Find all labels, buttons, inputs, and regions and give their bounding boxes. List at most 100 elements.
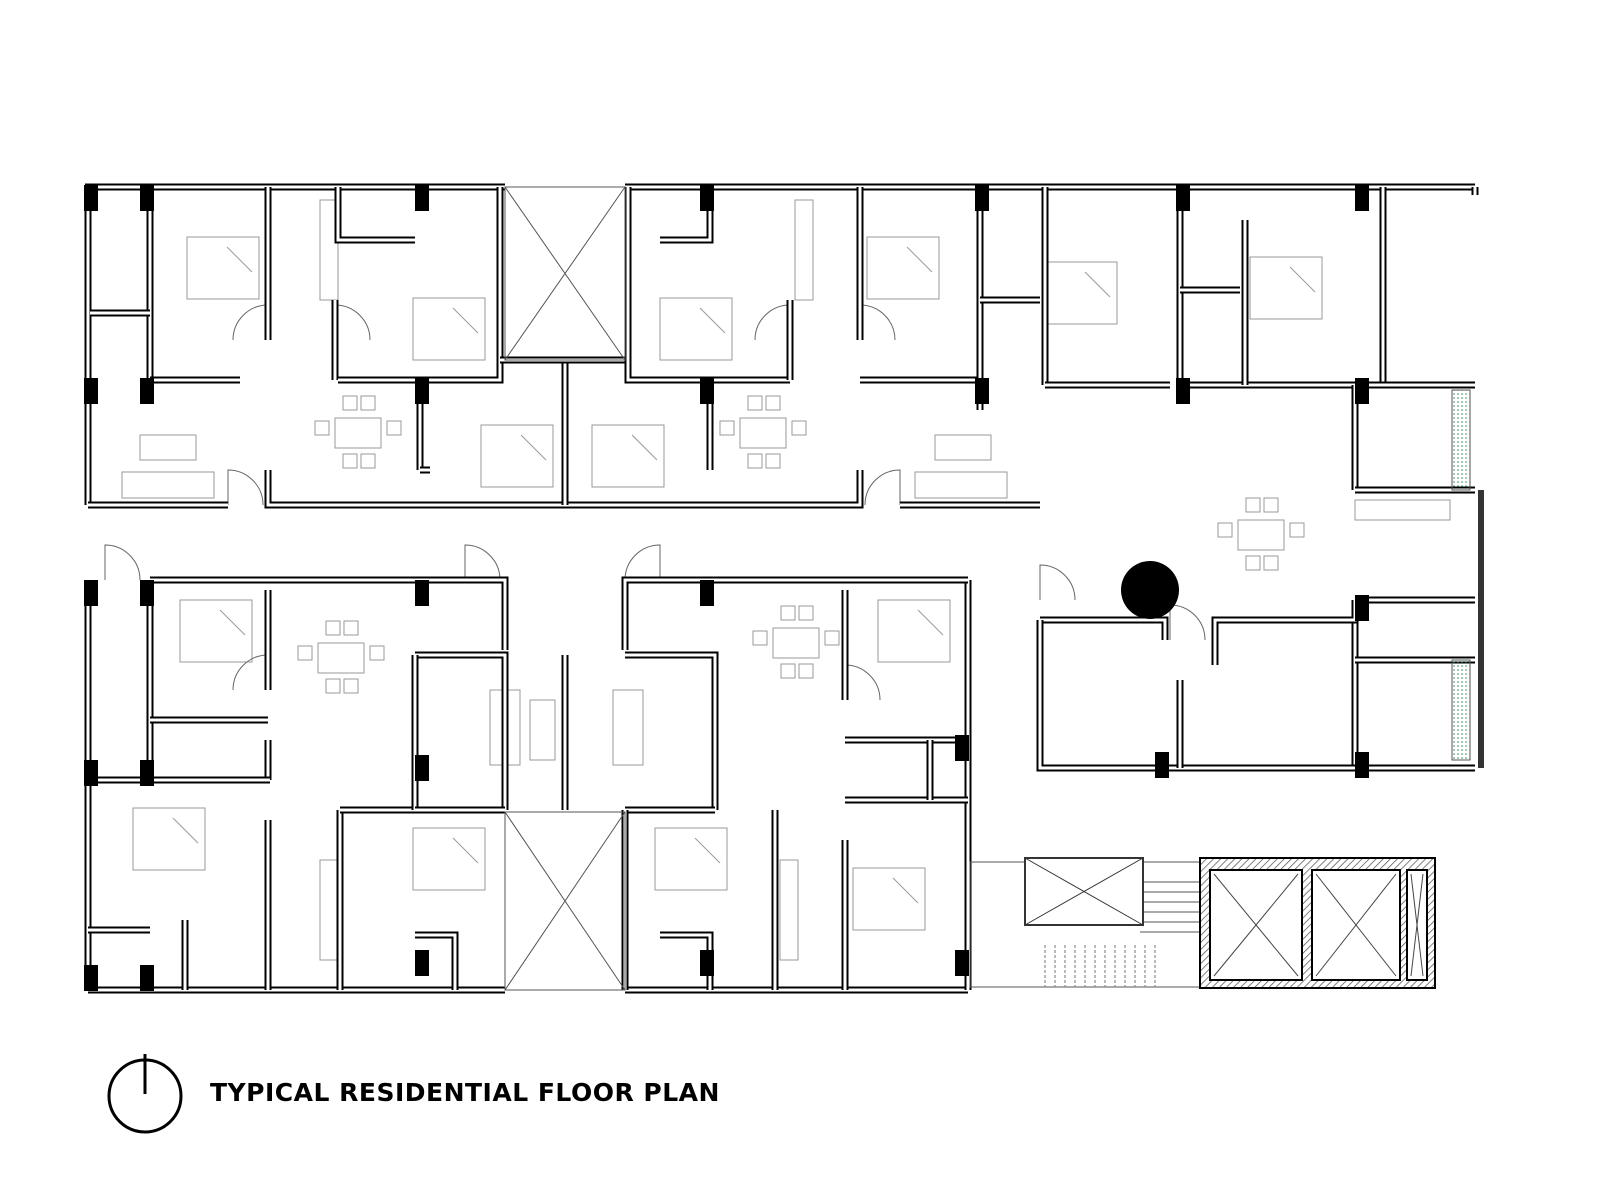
kitchen-counter <box>779 859 799 961</box>
kitchen-counter <box>794 199 814 301</box>
bed <box>186 236 260 300</box>
chair <box>1217 522 1233 538</box>
wall <box>338 187 504 384</box>
shaft <box>504 186 626 361</box>
wall-infill <box>1038 620 1475 770</box>
round-column <box>1121 561 1179 619</box>
column <box>140 760 154 786</box>
bed <box>654 827 728 891</box>
bed-sheet <box>1289 266 1316 293</box>
column <box>84 185 98 211</box>
column <box>975 378 989 404</box>
kitchen-counter <box>319 859 339 961</box>
bed <box>480 424 554 488</box>
column <box>1155 752 1169 778</box>
sofa <box>914 471 1008 499</box>
dining-table <box>739 417 787 449</box>
bed-sheet <box>520 434 547 461</box>
chair <box>747 395 763 411</box>
column <box>700 950 714 976</box>
sofa <box>529 699 556 761</box>
bed-sheet <box>226 246 253 273</box>
kitchen-counter <box>1354 499 1451 521</box>
column <box>1355 595 1369 621</box>
door-swing <box>1039 564 1076 601</box>
wall <box>1211 600 1359 665</box>
wall-infill <box>338 187 502 382</box>
planter <box>1451 389 1471 491</box>
chair <box>360 395 376 411</box>
column <box>140 185 154 211</box>
door-swing <box>1169 604 1206 641</box>
chair <box>343 678 359 694</box>
column <box>955 950 969 976</box>
wall <box>1036 620 1475 772</box>
chair <box>325 620 341 636</box>
planter <box>1451 659 1471 761</box>
door-swing <box>232 654 269 691</box>
bed-sheet <box>694 837 721 864</box>
chair <box>719 420 735 436</box>
bed <box>591 424 665 488</box>
bed-sheet <box>906 246 933 273</box>
bed <box>179 599 253 663</box>
bed <box>1249 256 1323 320</box>
sofa <box>121 471 215 499</box>
chair <box>360 453 376 469</box>
wall <box>621 576 968 650</box>
door-swing <box>232 304 269 341</box>
column <box>1176 378 1190 404</box>
sofa <box>139 434 197 461</box>
bed-sheet <box>892 877 919 904</box>
column <box>1355 752 1369 778</box>
column <box>1355 185 1369 211</box>
bed-sheet <box>917 609 944 636</box>
bed-sheet <box>452 837 479 864</box>
bed-sheet <box>699 307 726 334</box>
column <box>84 378 98 404</box>
bed <box>132 807 206 871</box>
chair <box>369 645 385 661</box>
chair <box>1289 522 1305 538</box>
door-swing <box>227 469 264 506</box>
bed-sheet <box>219 609 246 636</box>
dining-table <box>334 417 382 449</box>
chair <box>765 453 781 469</box>
bed <box>412 827 486 891</box>
chair <box>1245 555 1261 571</box>
column <box>415 755 429 781</box>
dining-table <box>317 642 365 674</box>
chair <box>386 420 402 436</box>
chair <box>314 420 330 436</box>
chair <box>780 663 796 679</box>
bed-sheet <box>172 817 199 844</box>
chair <box>342 395 358 411</box>
chair <box>342 453 358 469</box>
wall-infill <box>1213 600 1357 665</box>
column <box>84 580 98 606</box>
column <box>415 378 429 404</box>
bed <box>659 297 733 361</box>
lift-cross <box>1315 873 1397 977</box>
door-swing <box>334 304 371 341</box>
door-swing <box>864 469 901 506</box>
chair <box>297 645 313 661</box>
bed-sheet <box>1084 271 1111 298</box>
column <box>415 580 429 606</box>
wall <box>1040 616 1169 640</box>
dining-table <box>772 627 820 659</box>
dining-table <box>1237 519 1285 551</box>
chair <box>798 605 814 621</box>
chair <box>780 605 796 621</box>
wall-infill <box>336 187 415 242</box>
chair <box>765 395 781 411</box>
shaft <box>504 811 626 991</box>
furniture-layer <box>104 199 1451 961</box>
door-swing <box>104 544 141 581</box>
column <box>1355 378 1369 404</box>
service-core <box>504 186 1484 991</box>
chair <box>824 630 840 646</box>
bed <box>412 297 486 361</box>
column <box>140 378 154 404</box>
chair <box>798 663 814 679</box>
